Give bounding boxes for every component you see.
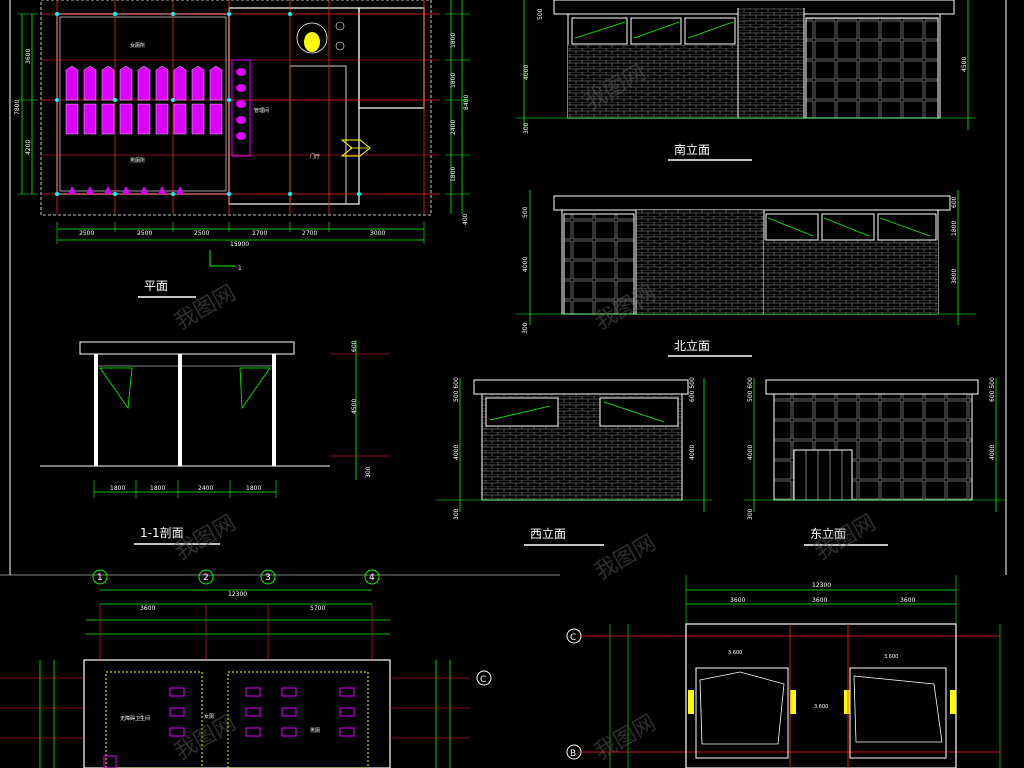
ll-axis-2: 2 xyxy=(203,573,209,583)
east-right-top: 600 500 xyxy=(989,377,996,402)
north-left-dim: 500 xyxy=(522,206,529,218)
plan-left-total: 7800 xyxy=(14,100,21,115)
plan-bottom-total: 15900 xyxy=(230,241,249,248)
lr-level-2: 3.600 xyxy=(884,654,898,660)
ll-sub-1: 3600 xyxy=(140,605,155,612)
section-1-1: 600 4500 300 1800 1800 2400 1800 1-1剖面 xyxy=(40,340,390,545)
east-left-top: 500 600 xyxy=(747,377,754,402)
plan-bottom-dim-5: 2700 xyxy=(302,230,317,237)
south-left-dim: 500 xyxy=(537,8,544,20)
west-left-top: 500 600 xyxy=(453,377,460,402)
south-left-mid: 4000 xyxy=(523,65,530,80)
west-right-mid: 4000 xyxy=(689,445,696,460)
north-title: 北立面 xyxy=(674,338,710,353)
plan-right-dim-2: 1800 xyxy=(450,73,457,88)
plan-right-dim-4: 1800 xyxy=(450,167,457,182)
section-right-mid: 4500 xyxy=(351,399,358,414)
lr-sub-3: 3600 xyxy=(900,597,915,604)
ll-axis-4: 4 xyxy=(369,573,375,583)
ll-axis-3: 3 xyxy=(265,573,271,583)
ll-total: 12300 xyxy=(228,591,247,598)
east-bottom: 300 xyxy=(747,508,754,520)
north-right-dim: 600 xyxy=(951,196,958,208)
watermark: 我图网 xyxy=(171,281,241,336)
lr-sub-2: 3600 xyxy=(812,597,827,604)
plan-bottom-right-dim: 400 xyxy=(462,213,469,225)
west-title: 西立面 xyxy=(530,526,566,541)
south-right-main: 4500 xyxy=(961,57,968,72)
watermark: 我图网 xyxy=(171,511,241,566)
plan-bottom-dim-6: 3000 xyxy=(370,230,385,237)
east-title: 东立面 xyxy=(810,526,846,541)
section-dim-1: 1800 xyxy=(110,485,125,492)
ll-sub-2: 5700 xyxy=(310,605,325,612)
room-management-label: 管理间 xyxy=(254,107,269,114)
east-left-mid: 4000 xyxy=(747,445,754,460)
north-right-mid1: 1800 xyxy=(951,221,958,236)
plan-bottom-dim-1: 2500 xyxy=(79,230,94,237)
north-bottom: 300 xyxy=(522,322,529,334)
west-bottom: 300 xyxy=(453,508,460,520)
plan-right-dim-1: 1800 xyxy=(450,33,457,48)
east-right-mid: 4000 xyxy=(989,445,996,460)
section-title: 1-1剖面 xyxy=(140,526,184,540)
plan-bottom-dim-3: 2500 xyxy=(194,230,209,237)
lower-right-plan: 12300 3600 3600 3600 C B 3.600 3.600 3.6… xyxy=(566,575,1001,768)
lr-axis-c: C xyxy=(570,633,576,643)
floor-plan: 女厕所 男厕所 管理间 门厅 7800 3600 4200 1800 1800 … xyxy=(14,0,470,298)
lower-left-plan: 1 2 3 4 C 12300 3600 5700 无障碍卫生间 xyxy=(0,569,492,768)
west-right-top: 600 500 xyxy=(689,377,696,402)
plan-bottom-dim-2: 2500 xyxy=(137,230,152,237)
plan-right-total: 8400 xyxy=(463,95,470,110)
lr-sub-1: 3600 xyxy=(730,597,745,604)
section-right-bottom: 300 xyxy=(365,466,372,478)
watermark: 我图网 xyxy=(811,511,881,566)
section-dim-4: 1800 xyxy=(246,485,261,492)
north-left-mid: 4000 xyxy=(522,257,529,272)
south-bottom: 300 xyxy=(523,122,530,134)
plan-left-dim-1: 3600 xyxy=(25,49,32,64)
lr-total: 12300 xyxy=(812,582,831,589)
ll-room-1: 无障碍卫生间 xyxy=(120,715,150,722)
plan-left-dim-2: 4200 xyxy=(25,140,32,155)
lr-level-1: 3.600 xyxy=(728,650,742,656)
ll-room-3: 男厕 xyxy=(310,728,320,734)
ll-axis-1: 1 xyxy=(97,573,103,583)
watermark: 我图网 xyxy=(591,531,661,586)
north-right-mid2: 3800 xyxy=(951,269,958,284)
ll-axis-c: C xyxy=(480,675,486,685)
plan-title: 平面 xyxy=(144,279,168,293)
south-title: 南立面 xyxy=(674,142,710,157)
room-lobby-label: 门厅 xyxy=(310,153,320,160)
section-right-top: 600 xyxy=(351,340,358,352)
ll-room-2: 女厕 xyxy=(204,713,214,720)
lr-axis-b: B xyxy=(570,749,576,759)
north-elevation: 500 4000 600 1800 3800 300 北立面 xyxy=(516,190,976,357)
east-elevation: 500 600 4000 600 500 4000 300 东立面 xyxy=(744,377,1006,546)
room-female-label: 女厕所 xyxy=(130,42,145,49)
section-dim-2: 1800 xyxy=(150,485,165,492)
room-male-label: 男厕所 xyxy=(130,157,145,164)
watermark: 我图网 xyxy=(591,711,661,766)
section-dim-3: 2400 xyxy=(198,485,213,492)
plan-bottom-dim-4: 2700 xyxy=(252,230,267,237)
west-elevation: 500 600 4000 600 500 4000 300 西立面 xyxy=(436,377,712,546)
lr-level-3: 3.600 xyxy=(814,704,828,710)
plan-section-mark: 1 xyxy=(238,265,242,272)
plan-right-dim-3: 2400 xyxy=(450,120,457,135)
west-left-mid: 4000 xyxy=(453,445,460,460)
south-elevation: 500 4000 4500 300 南立面 xyxy=(516,0,976,161)
